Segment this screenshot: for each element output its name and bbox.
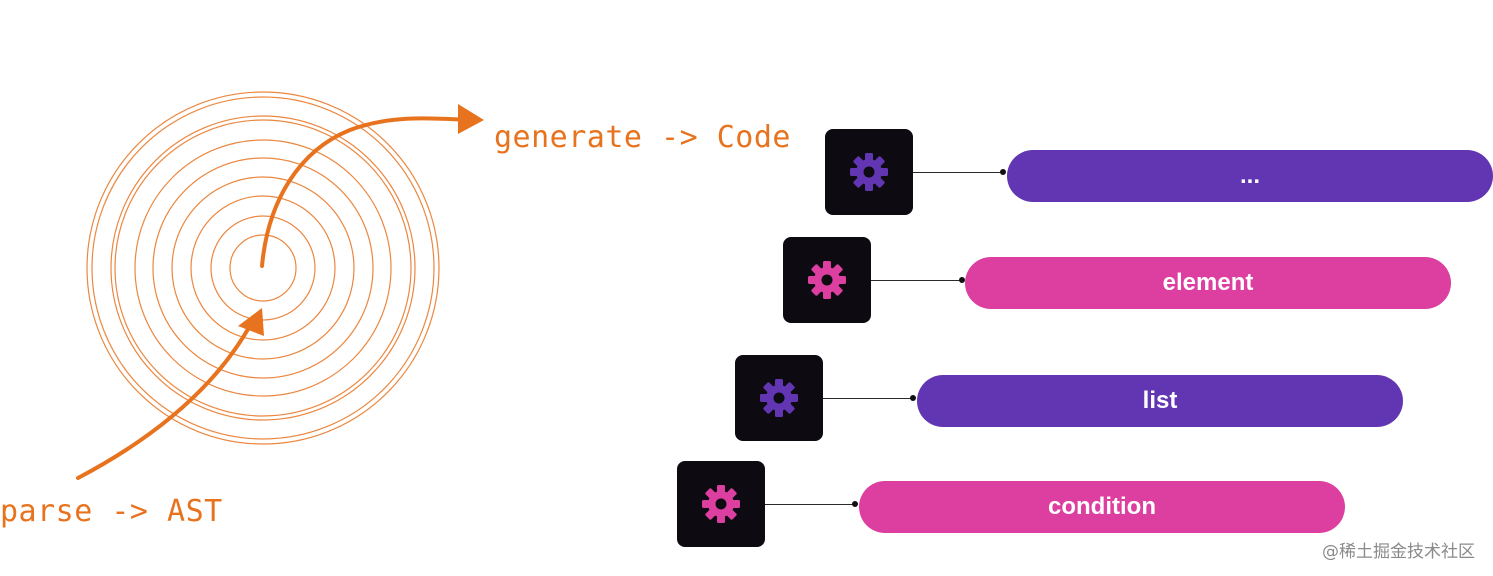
layer-icon-box	[735, 355, 823, 441]
layer-pill-element: element	[965, 257, 1451, 309]
parse-label: parse -> AST	[0, 494, 223, 529]
ring	[190, 195, 336, 341]
parse-arrow	[76, 320, 254, 480]
layer-icon-box	[783, 237, 871, 323]
connector-line	[765, 504, 857, 505]
connector-dot	[959, 277, 965, 283]
watermark: @稀土掘金技术社区	[1322, 542, 1475, 562]
connector-dot	[1000, 169, 1006, 175]
ring	[171, 176, 355, 360]
gear-icon	[702, 485, 740, 523]
connector-dot	[910, 395, 916, 401]
ring	[114, 119, 412, 417]
ring	[134, 139, 392, 397]
ring	[91, 96, 435, 440]
ring	[210, 215, 316, 321]
generate-label: generate -> Code	[494, 120, 791, 155]
gear-icon	[850, 153, 888, 191]
ring	[86, 91, 440, 445]
connector-line	[913, 172, 1005, 173]
gear-icon	[808, 261, 846, 299]
connector-dot	[852, 501, 858, 507]
ring	[152, 157, 374, 379]
layer-pill-list: list	[917, 375, 1403, 427]
layer-icon-box	[677, 461, 765, 547]
generate-arrow	[260, 116, 472, 268]
generate-arrowhead	[458, 104, 484, 134]
ring	[229, 234, 297, 302]
layer-pill-condition: condition	[859, 481, 1345, 533]
gear-icon	[760, 379, 798, 417]
ring	[110, 115, 416, 421]
connector-line	[823, 398, 915, 399]
layer-icon-box	[825, 129, 913, 215]
connector-line	[871, 280, 963, 281]
layer-pill-ellipsis: ...	[1007, 150, 1493, 202]
concentric-rings	[86, 91, 440, 445]
parse-arrowhead	[238, 308, 264, 336]
